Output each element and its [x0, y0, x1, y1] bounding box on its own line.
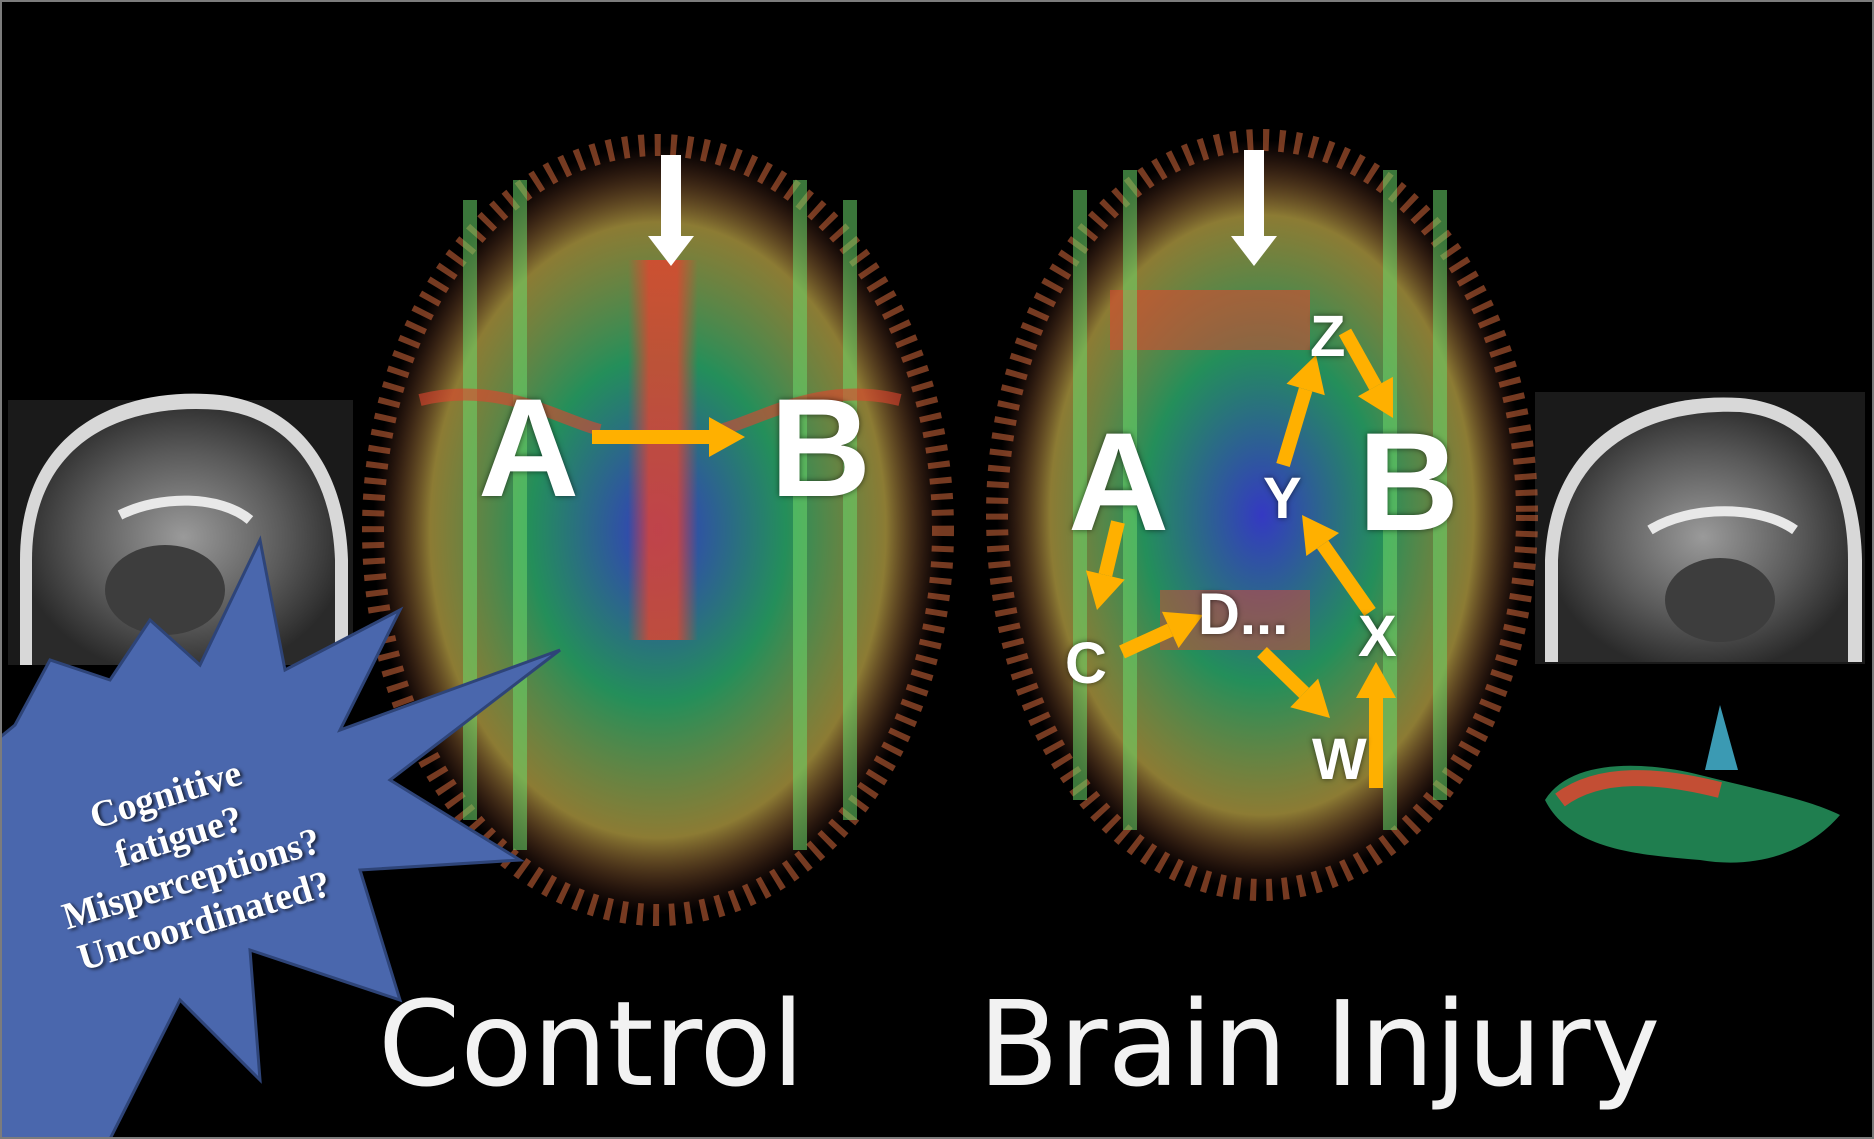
injury-region-b-label: B	[1358, 412, 1459, 552]
mri-sagittal-right	[1535, 392, 1865, 664]
control-region-a-label: A	[478, 378, 579, 518]
control-region-b-label: B	[770, 378, 871, 518]
injury-node-c-label: C	[1065, 635, 1107, 693]
injury-node-x-label: X	[1358, 608, 1397, 666]
control-caption: Control	[378, 985, 805, 1103]
injury-node-w-label: W	[1312, 731, 1367, 789]
fiber-bundle-inset	[1545, 705, 1840, 863]
injury-node-d-label: D...	[1198, 586, 1288, 644]
injury-region-a-label: A	[1068, 412, 1169, 552]
brain-injury-caption: Brain Injury	[978, 985, 1660, 1103]
injury-node-y-label: Y	[1263, 470, 1302, 528]
control-brain-tractography	[373, 145, 943, 915]
injury-node-z-label: Z	[1310, 308, 1345, 366]
mri-sagittal-left	[8, 394, 353, 665]
